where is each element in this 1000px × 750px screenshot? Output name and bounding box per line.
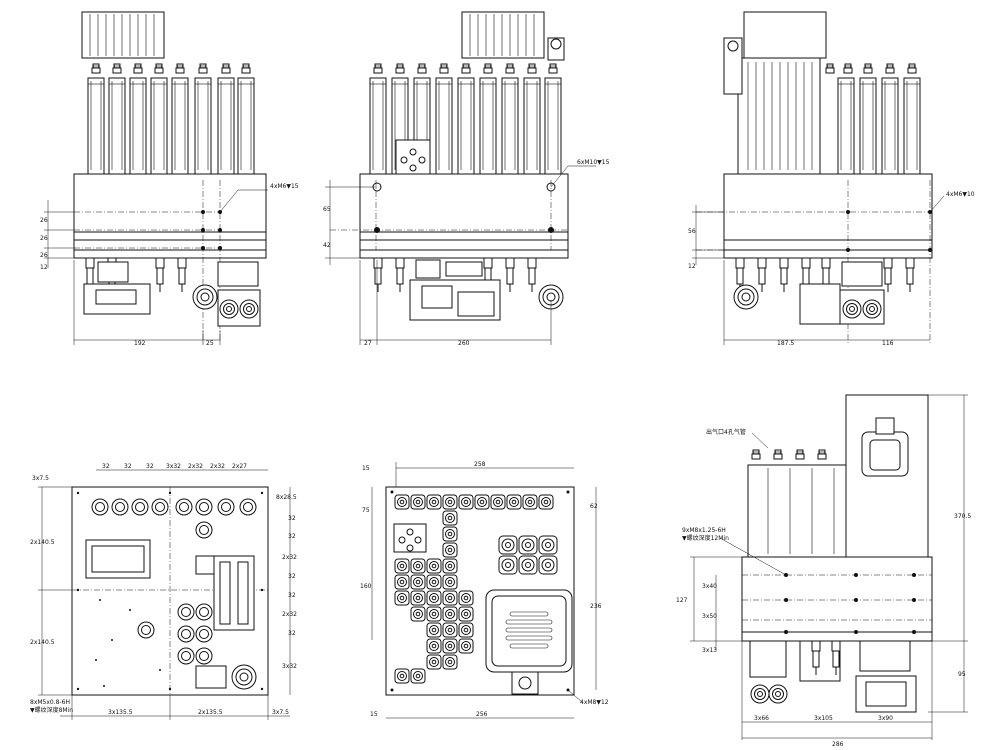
iso-height-lower: 95 — [958, 671, 966, 678]
rear-dim-v2: 42 — [323, 242, 331, 249]
base-block — [359, 173, 569, 259]
base-block — [741, 556, 933, 642]
front-dim-v2: 26 — [40, 235, 48, 242]
bottom-view: 32 32 32 3x32 2x32 2x32 2x27 3x7.5 8x28.… — [30, 463, 297, 720]
bottom-dim-right-4: 2x32 — [282, 554, 297, 561]
side-dim-v1: 56 — [688, 228, 696, 235]
bottom-dim-left-1: 2x140.5 — [30, 539, 55, 546]
bottom-dim-top-1: 32 — [102, 463, 110, 470]
iso-note-1: 9xM8x1.25-6H — [682, 527, 726, 534]
elevation-view: 出气口4孔气管 9xM8x1.25-6H ▼螺纹深度12Min 3x40 3x5… — [676, 394, 971, 748]
iso-note-2: ▼螺纹深度12Min — [682, 534, 729, 542]
top-dim-1: 15 — [362, 465, 370, 472]
iso-dim-left-2: 3x50 — [702, 613, 717, 620]
bottom-dim-right-9: 3x32 — [282, 663, 297, 670]
iso-height-main: 127 — [676, 597, 688, 604]
bottom-note-2: ▼螺纹深度8Min — [30, 706, 73, 714]
iso-dim-bot-3: 3x90 — [878, 715, 893, 722]
iso-label-air: 出气口4孔气管 — [706, 428, 746, 436]
top-dim-4: 62 — [590, 503, 598, 510]
bottom-dim-right-6: 32 — [288, 592, 296, 599]
bottom-dim-top-6: 2x32 — [210, 463, 225, 470]
iso-dim-bot-1: 3x66 — [754, 715, 769, 722]
top-view: 15 258 75 62 160 236 15 256 4xM8▼12 — [360, 461, 609, 719]
base-block — [73, 173, 267, 259]
bottom-dim-corner: 3x7.5 — [32, 475, 49, 482]
motor-housing — [461, 11, 545, 59]
front-view: 4xM6▼15 26 26 26 12 192 25 — [40, 11, 299, 347]
rear-callout: 6xM10▼15 — [577, 159, 610, 166]
bottom-dim-top-5: 2x32 — [188, 463, 203, 470]
iso-dim-bot-2: 3x105 — [814, 715, 833, 722]
bottom-dim-bot-1: 3x135.5 — [108, 709, 133, 716]
bottom-dim-bot-2: 2x135.5 — [198, 709, 223, 716]
top-callout: 4xM8▼12 — [580, 699, 609, 706]
bottom-dim-top-2: 32 — [124, 463, 132, 470]
bottom-dim-right-2: 32 — [288, 515, 296, 522]
rear-view: 6xM10▼15 65 42 27 260 — [323, 11, 610, 347]
bottom-dim-right-8: 32 — [288, 630, 296, 637]
top-dim-2: 258 — [474, 461, 486, 468]
motor-housing — [81, 11, 165, 59]
front-dim-v4: 12 — [40, 264, 48, 271]
top-dim-8: 256 — [476, 711, 488, 718]
side-view: 4xM6▼10 56 12 187.5 116 — [688, 11, 975, 347]
base-block — [723, 173, 933, 259]
elevation-lower-fittings — [749, 640, 917, 713]
front-dim-h1: 192 — [134, 340, 146, 347]
side-callout: 4xM6▼10 — [946, 191, 975, 198]
bottom-dim-top-7: 2x27 — [232, 463, 247, 470]
side-dim-v2: 12 — [688, 263, 696, 270]
top-dim-5: 160 — [360, 583, 372, 590]
iso-dim-left-3: 3x13 — [702, 647, 717, 654]
rear-dim-h1: 27 — [364, 340, 372, 347]
bottom-dim-right-5: 32 — [288, 573, 296, 580]
bottom-dim-bot-3: 3x7.5 — [272, 709, 289, 716]
bottom-dim-right-1: 8x28.5 — [276, 494, 297, 501]
front-dim-v3: 26 — [40, 252, 48, 259]
bottom-dim-left-2: 2x140.5 — [30, 639, 55, 646]
bottom-note-1: 8xM5x0.8-6H — [30, 699, 70, 706]
side-lower-fittings — [733, 257, 915, 325]
bottom-dim-top-3: 32 — [146, 463, 154, 470]
bottom-dim-top-4: 3x32 — [166, 463, 181, 470]
bottom-dim-right-7: 2x32 — [282, 611, 297, 618]
rear-lower-fittings — [373, 257, 564, 321]
motor-housing — [743, 11, 827, 59]
rear-dim-v1: 65 — [323, 206, 331, 213]
top-dim-7: 15 — [370, 711, 378, 718]
side-dim-h1: 187.5 — [777, 340, 794, 347]
iso-width-total: 286 — [832, 741, 844, 748]
rear-dim-h2: 260 — [458, 340, 470, 347]
front-dim-v1: 26 — [40, 217, 48, 224]
front-lower-fittings — [83, 257, 261, 327]
iso-height-total: 370.5 — [954, 513, 971, 520]
front-callout: 4xM6▼15 — [270, 183, 299, 190]
top-dim-3: 75 — [362, 507, 370, 514]
cylinder-bank — [87, 63, 255, 175]
front-dim-h2: 25 — [206, 340, 214, 347]
top-dim-6: 236 — [590, 603, 602, 610]
cylinder-bank — [825, 63, 921, 175]
motor-fan-cover — [485, 589, 573, 673]
bottom-dim-right-3: 32 — [288, 533, 296, 540]
side-dim-h2: 116 — [882, 340, 894, 347]
cylinder-bank — [747, 449, 847, 558]
iso-dim-left-1: 3x40 — [702, 583, 717, 590]
